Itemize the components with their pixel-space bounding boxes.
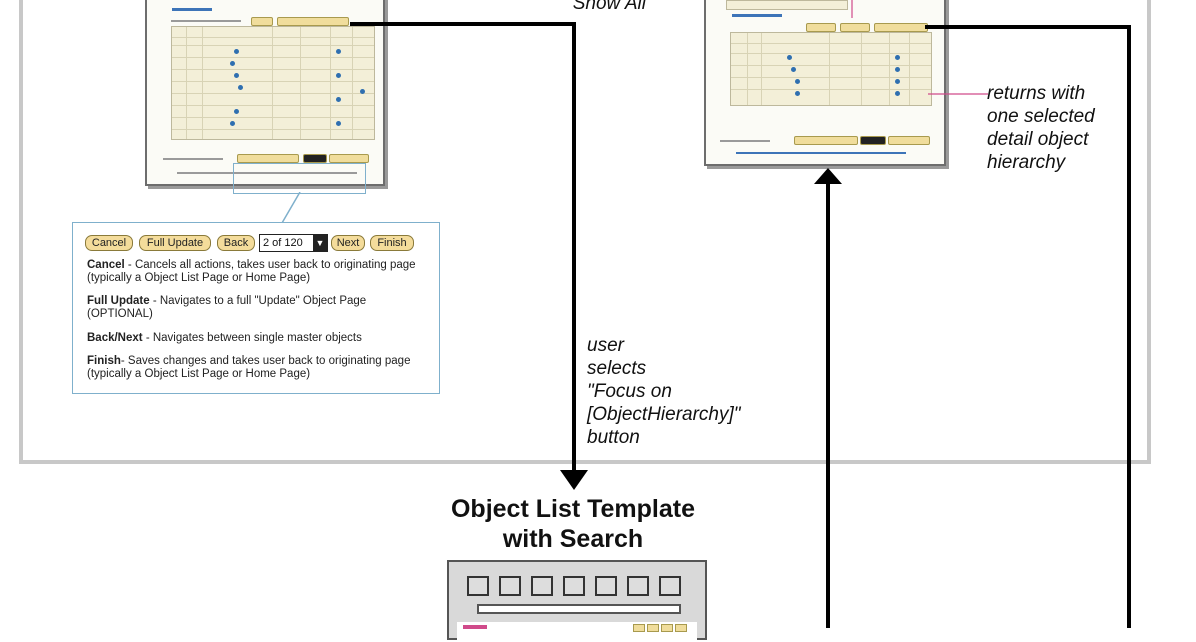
template-title-line-2: with Search <box>502 525 644 553</box>
template-title-line-1: Object List Template <box>450 495 696 523</box>
desc-text: - Saves changes and takes user back to o… <box>87 355 411 380</box>
page-select-value: 2 of 120 <box>263 237 303 249</box>
template-title: Object List Template with Search <box>410 494 736 554</box>
arrowhead-down <box>560 470 588 490</box>
user-selects-line-3: "Focus on <box>587 381 672 402</box>
arrow-horizontal-left <box>350 22 576 26</box>
returns-line-1: returns with <box>987 83 1086 104</box>
cancel-description: Cancel - Cancels all actions, takes user… <box>87 259 432 285</box>
returns-note: returns with one selected detail object … <box>987 82 1095 174</box>
arrow-horizontal-right <box>925 25 1131 29</box>
desc-term: Back/Next <box>87 332 143 344</box>
user-selects-line-5: button <box>587 427 640 448</box>
returns-line-2: one selected <box>987 106 1095 127</box>
cancel-button[interactable]: Cancel <box>85 235 133 251</box>
arrow-vertical-down <box>572 22 576 477</box>
full-update-button[interactable]: Full Update <box>139 235 211 251</box>
nav-bar-highlight <box>233 163 366 194</box>
callout-connector <box>281 192 301 224</box>
returns-line-3: detail object <box>987 129 1089 150</box>
navigation-callout: Cancel Full Update Back 2 of 120 ▼ Next … <box>72 222 440 394</box>
back-next-description: Back/Next - Navigates between single mas… <box>87 332 432 345</box>
user-selects-line-2: selects <box>587 358 647 379</box>
user-selects-note: user selects "Focus on [ObjectHierarchy]… <box>587 334 741 449</box>
show-all-label: "Show All" <box>566 0 653 14</box>
desc-text: - Navigates between single master object… <box>142 332 362 344</box>
back-button[interactable]: Back <box>217 235 255 251</box>
arrow-vertical-right <box>1127 25 1131 628</box>
user-selects-line-1: user <box>587 335 624 356</box>
left-page-thumbnail <box>145 0 385 186</box>
desc-term: Cancel <box>87 259 125 271</box>
desc-term: Full Update <box>87 295 150 307</box>
arrow-vertical-up <box>826 178 830 628</box>
finish-button[interactable]: Finish <box>370 235 414 251</box>
chevron-down-icon: ▼ <box>313 235 327 251</box>
finish-description: Finish- Saves changes and takes user bac… <box>87 355 432 381</box>
returns-line-4: hierarchy <box>987 152 1066 173</box>
desc-text: - Cancels all actions, takes user back t… <box>87 259 416 284</box>
right-page-thumbnail <box>704 0 946 166</box>
user-selects-line-4: [ObjectHierarchy]" <box>587 404 741 425</box>
object-list-template-thumbnail <box>447 560 707 642</box>
page-select[interactable]: 2 of 120 ▼ <box>259 234 328 252</box>
desc-text: - Navigates to a full "Update" Object Pa… <box>87 295 367 320</box>
outer-frame <box>19 0 1151 464</box>
desc-term: Finish <box>87 355 121 367</box>
full-update-description: Full Update - Navigates to a full "Updat… <box>87 295 432 321</box>
next-button[interactable]: Next <box>331 235 365 251</box>
pointer-lines <box>851 0 988 95</box>
arrowhead-up <box>814 168 842 184</box>
